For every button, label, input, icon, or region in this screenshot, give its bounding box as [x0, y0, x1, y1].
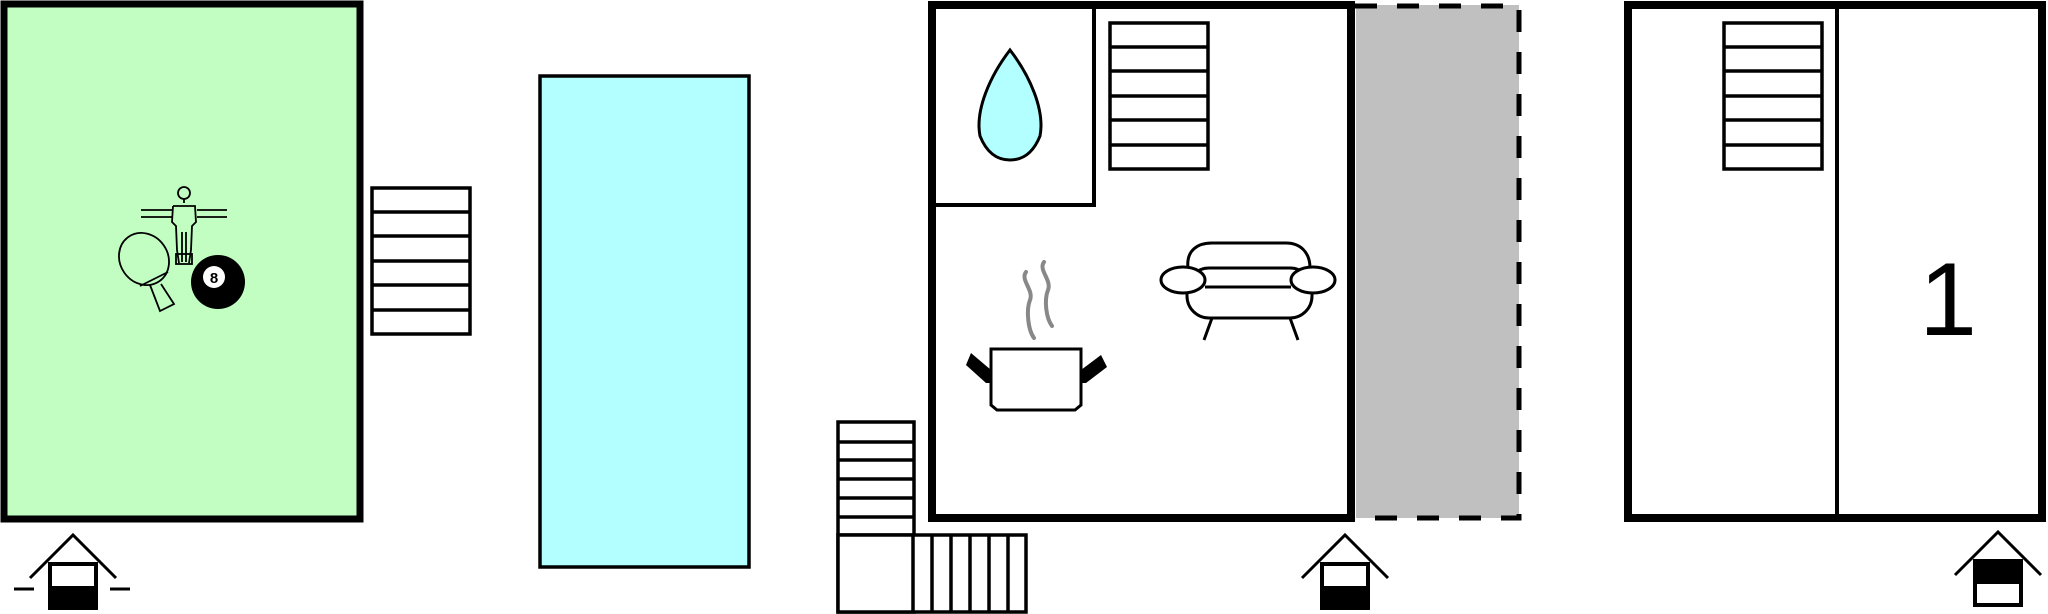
- floor-label: 1: [1919, 242, 1977, 358]
- cooking-pot-icon: [966, 260, 1107, 412]
- water-drop-icon: [977, 47, 1043, 162]
- staircase-bedroom: [1722, 21, 1824, 171]
- staircase: [370, 186, 472, 336]
- entrance-icon: [14, 532, 130, 610]
- sofa-icon: [1159, 241, 1337, 341]
- staircase-bottom: [836, 420, 1028, 614]
- terrace: [1355, 3, 1522, 521]
- staircase-interior: [1108, 21, 1210, 171]
- terrace-area: [1356, 5, 1519, 518]
- entrance-icon: [1953, 529, 2043, 607]
- bedroom-building: [1624, 1, 2046, 522]
- ping-pong-paddle-icon: [118, 232, 176, 313]
- table-football-icon: [141, 186, 227, 265]
- swimming-pool: [538, 74, 751, 569]
- billiard-ball-number: 8: [210, 270, 218, 287]
- billiard-ball-icon: 8: [191, 255, 245, 309]
- bathroom-wall: [932, 5, 1096, 207]
- entrance-icon: [1300, 532, 1390, 610]
